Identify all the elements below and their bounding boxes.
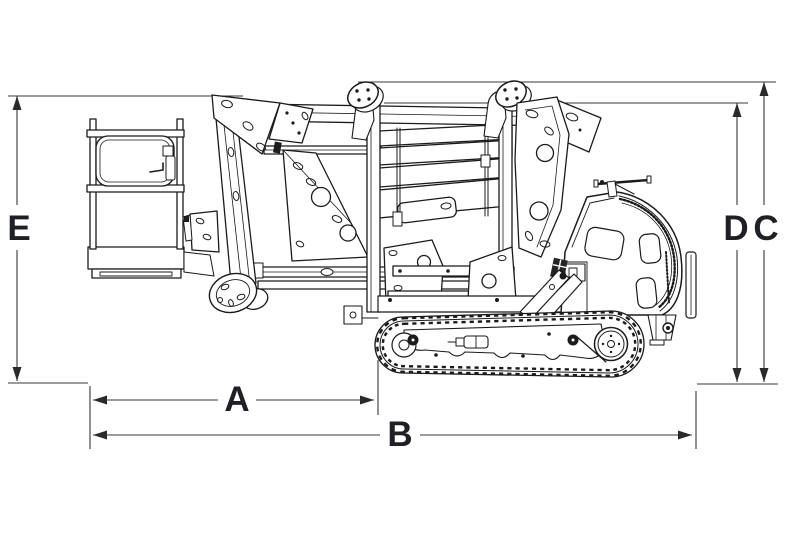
dim-label-b: B [387,415,412,454]
dimension-a [89,360,379,449]
dim-label-d: D [723,209,748,248]
dimension-lines [8,81,778,449]
boom-lower-and-knuckle [182,94,369,314]
dim-label-a: A [224,380,249,419]
dimension-labels: E A B D C [7,209,778,454]
pulley-front [347,81,384,113]
drive-sprocket [593,326,629,362]
rear-knuckle [514,96,602,258]
dimension-b [93,391,697,449]
mast-and-pulleys [347,80,532,313]
chassis-body [550,175,697,346]
dimension-c [358,81,776,382]
pulley-rear [495,80,532,112]
control-handle [593,175,652,198]
folded-legs [519,269,583,321]
turret-base [383,239,517,303]
spider-lift-drawing [86,80,697,378]
track-undercarriage [374,310,645,378]
dimension-e [8,95,243,384]
dim-label-e: E [7,209,30,248]
dim-label-c: C [753,209,778,248]
basket [86,118,215,279]
